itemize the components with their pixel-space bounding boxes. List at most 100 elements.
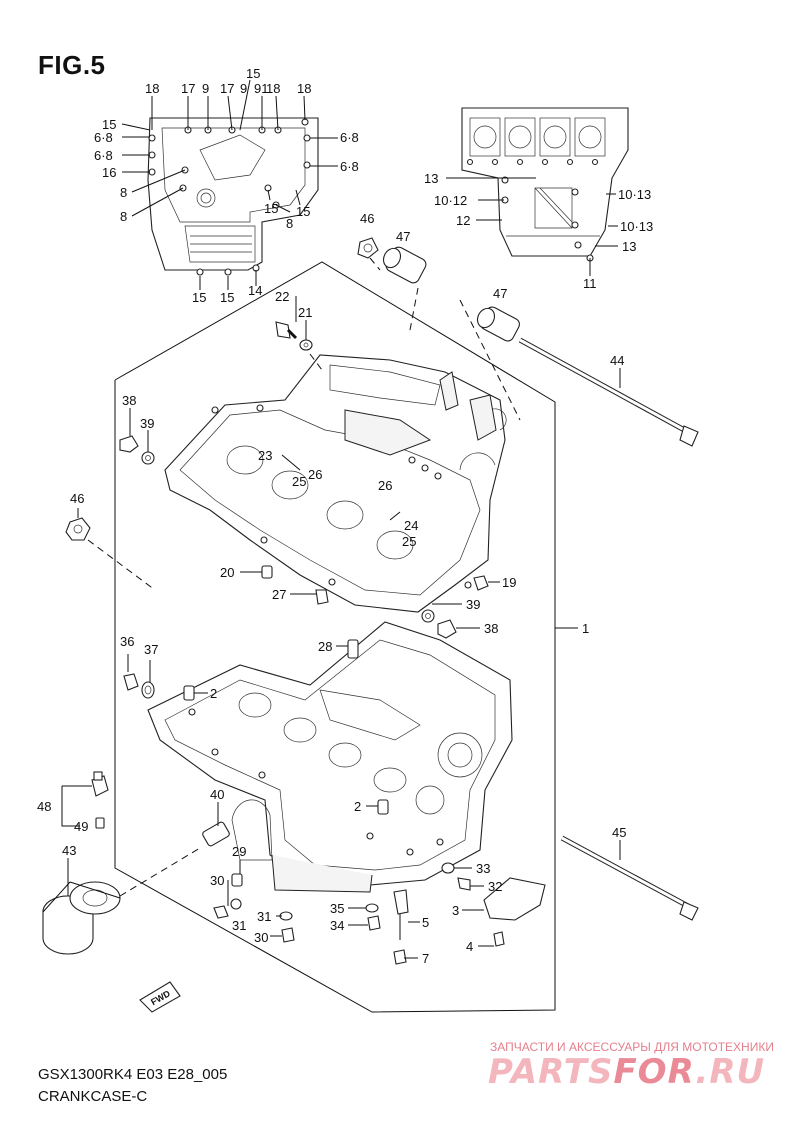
- bolt-7: [393, 949, 407, 965]
- plug-38-right: [437, 619, 457, 639]
- callout-15-e: 15: [192, 290, 206, 305]
- washer-39-left: [141, 451, 155, 465]
- inset-upper-view: [461, 107, 629, 262]
- plug-46-top: [357, 237, 379, 259]
- callout-8-a: 8: [120, 185, 127, 200]
- callout-18-b: 18: [266, 81, 280, 96]
- callout-26-b: 26: [378, 478, 392, 493]
- callout-23: 23: [258, 448, 272, 463]
- callout-25-b: 25: [402, 534, 416, 549]
- assembly-frame: [114, 261, 556, 1013]
- callout-15-f: 15: [220, 290, 234, 305]
- callout-16: 16: [102, 165, 116, 180]
- callout-6-8-a: 6·8: [94, 130, 113, 145]
- pipe-5: [393, 889, 409, 940]
- bolt-30-left: [213, 905, 229, 919]
- callout-4: 4: [466, 939, 473, 954]
- callout-35: 35: [330, 901, 344, 916]
- plug-27: [315, 589, 329, 605]
- union-bolt-40: [202, 821, 230, 847]
- callout-40: 40: [210, 787, 224, 802]
- plug-38-left: [119, 435, 139, 453]
- callout-46-a: 46: [360, 211, 374, 226]
- callout-6-8-b: 6·8: [94, 148, 113, 163]
- washer-35: [365, 903, 379, 913]
- callout-47-a: 47: [396, 229, 410, 244]
- callout-6-8-c: 6·8: [340, 130, 359, 145]
- callout-24: 24: [404, 518, 418, 533]
- callout-19: 19: [502, 575, 516, 590]
- dowel-20: [261, 565, 273, 579]
- callout-13-b: 13: [622, 239, 636, 254]
- callout-27: 27: [272, 587, 286, 602]
- callout-17-a: 17: [181, 81, 195, 96]
- watermark-brand-part3: .RU: [695, 1052, 766, 1092]
- callout-30-a: 30: [210, 873, 224, 888]
- long-bolt-44: [518, 337, 699, 447]
- callout-8-c: 8: [286, 216, 293, 231]
- watermark-tagline: ЗАПЧАСТИ И АКСЕССУАРЫ ДЛЯ МОТОТЕХНИКИ: [490, 1040, 774, 1054]
- callout-37: 37: [144, 642, 158, 657]
- callout-15-a: 15: [102, 117, 116, 132]
- lower-crankcase: [147, 621, 513, 893]
- washer-21: [299, 339, 313, 351]
- figure-title: FIG.5: [38, 50, 106, 80]
- callout-49: 49: [74, 819, 88, 834]
- plug-29: [231, 873, 243, 887]
- dowel-2-bottom: [377, 799, 389, 815]
- callout-7: 7: [422, 951, 429, 966]
- callout-3: 3: [452, 903, 459, 918]
- bolt-32: [457, 877, 471, 891]
- callout-11: 11: [583, 276, 597, 291]
- callout-38-a: 38: [122, 393, 136, 408]
- callout-26-a: 26: [308, 467, 322, 482]
- callout-18-a: 18: [145, 81, 159, 96]
- callout-1: 1: [582, 621, 589, 636]
- callout-25-a: 25: [292, 474, 306, 489]
- callout-38-b: 38: [484, 621, 498, 636]
- dowel-28: [347, 639, 359, 659]
- oring-37: [141, 681, 155, 699]
- callout-2-a: 2: [210, 686, 217, 701]
- washer-33: [441, 862, 455, 874]
- callout-12: 12: [456, 213, 470, 228]
- upper-crankcase: [164, 354, 507, 613]
- long-bolt-45: [560, 835, 699, 921]
- watermark-logo: PARTSFOR.RU: [488, 1052, 765, 1092]
- callout-33: 33: [476, 861, 490, 876]
- bolt-34: [367, 915, 381, 931]
- watermark-brand-part2: FOR: [613, 1052, 696, 1092]
- callout-17-b: 17: [220, 81, 234, 96]
- leader-lines: [61, 79, 621, 959]
- callout-14: 14: [248, 283, 262, 298]
- model-code: GSX1300RK4 E03 E28_005: [38, 1066, 228, 1083]
- bolt-22: [275, 321, 298, 340]
- washer-39-right: [421, 609, 435, 623]
- callout-8-b: 8: [120, 209, 127, 224]
- callout-10-13-a: 10·13: [618, 187, 651, 202]
- plug-36: [123, 673, 139, 691]
- callout-10-12: 10·12: [434, 193, 467, 208]
- callout-20: 20: [220, 565, 234, 580]
- callout-6-8-d: 6·8: [340, 159, 359, 174]
- callout-45: 45: [612, 825, 626, 840]
- callout-39-a: 39: [140, 416, 154, 431]
- dowel-pin-47-b: [476, 306, 520, 342]
- inset-lower-view: [147, 117, 319, 276]
- callout-30-b: 30: [254, 930, 268, 945]
- bolt-19: [473, 575, 489, 591]
- callout-36: 36: [120, 634, 134, 649]
- callout-46-b: 46: [70, 491, 84, 506]
- callout-29: 29: [232, 844, 246, 859]
- callout-47-b: 47: [493, 286, 507, 301]
- callout-22: 22: [275, 289, 289, 304]
- callout-48: 48: [37, 799, 51, 814]
- callout-31-b: 31: [257, 909, 271, 924]
- bolt-30-bottom: [281, 927, 295, 943]
- callout-32: 32: [488, 879, 502, 894]
- callout-31-a: 31: [232, 918, 246, 933]
- cover-3: [483, 877, 546, 921]
- oil-filter-43: [42, 881, 121, 955]
